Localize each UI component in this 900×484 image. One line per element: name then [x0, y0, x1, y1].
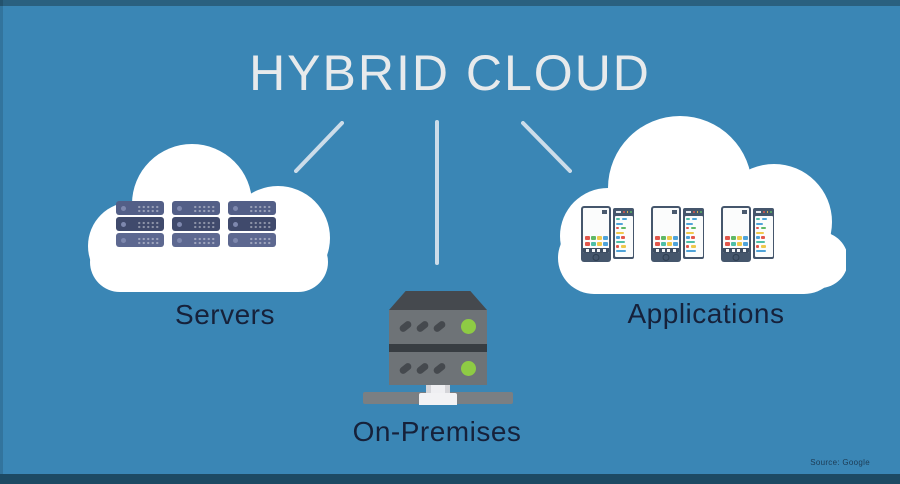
vent-dash-icon — [415, 361, 430, 376]
server-section — [389, 310, 487, 344]
vent-dash-icon — [398, 361, 413, 376]
vent-dash-icon — [415, 319, 430, 334]
status-led-icon — [461, 319, 476, 334]
server-rack-icon — [228, 233, 276, 247]
page-title: HYBRID CLOUD — [249, 45, 651, 101]
applications-cloud — [552, 110, 846, 294]
on-premises-label: On-Premises — [352, 416, 522, 447]
servers-label: Servers — [175, 299, 275, 330]
server-rack-icon — [172, 201, 220, 215]
server-rack-icon — [116, 233, 164, 247]
mobile-app-icon — [721, 206, 774, 262]
bottom-border — [0, 474, 900, 484]
server-tower-icon — [363, 291, 513, 405]
mobile-app-icon — [651, 206, 704, 262]
server-rack-icon — [172, 233, 220, 247]
server-rack-icon — [228, 217, 276, 231]
server-rack-icon — [116, 201, 164, 215]
server-rack-icon — [172, 217, 220, 231]
server-body — [389, 310, 487, 385]
status-led-icon — [461, 361, 476, 376]
server-rack-icon — [116, 217, 164, 231]
cloud-icon — [558, 116, 846, 294]
server-grid — [116, 201, 276, 247]
server-section — [389, 352, 487, 386]
mobile-app-icon — [581, 206, 634, 262]
vent-dash-icon — [398, 319, 413, 334]
server-rack-icon — [228, 201, 276, 215]
vent-dash-icon — [432, 319, 447, 334]
server-foot — [419, 393, 457, 405]
device-row — [581, 206, 774, 262]
vent-dash-icon — [432, 361, 447, 376]
left-edge-shade — [0, 0, 3, 484]
top-border — [0, 0, 900, 6]
server-top — [389, 291, 487, 310]
source-credit: Source: Google — [810, 458, 870, 467]
applications-label: Applications — [627, 298, 785, 329]
server-divider — [389, 344, 487, 352]
server-stand — [426, 382, 450, 396]
